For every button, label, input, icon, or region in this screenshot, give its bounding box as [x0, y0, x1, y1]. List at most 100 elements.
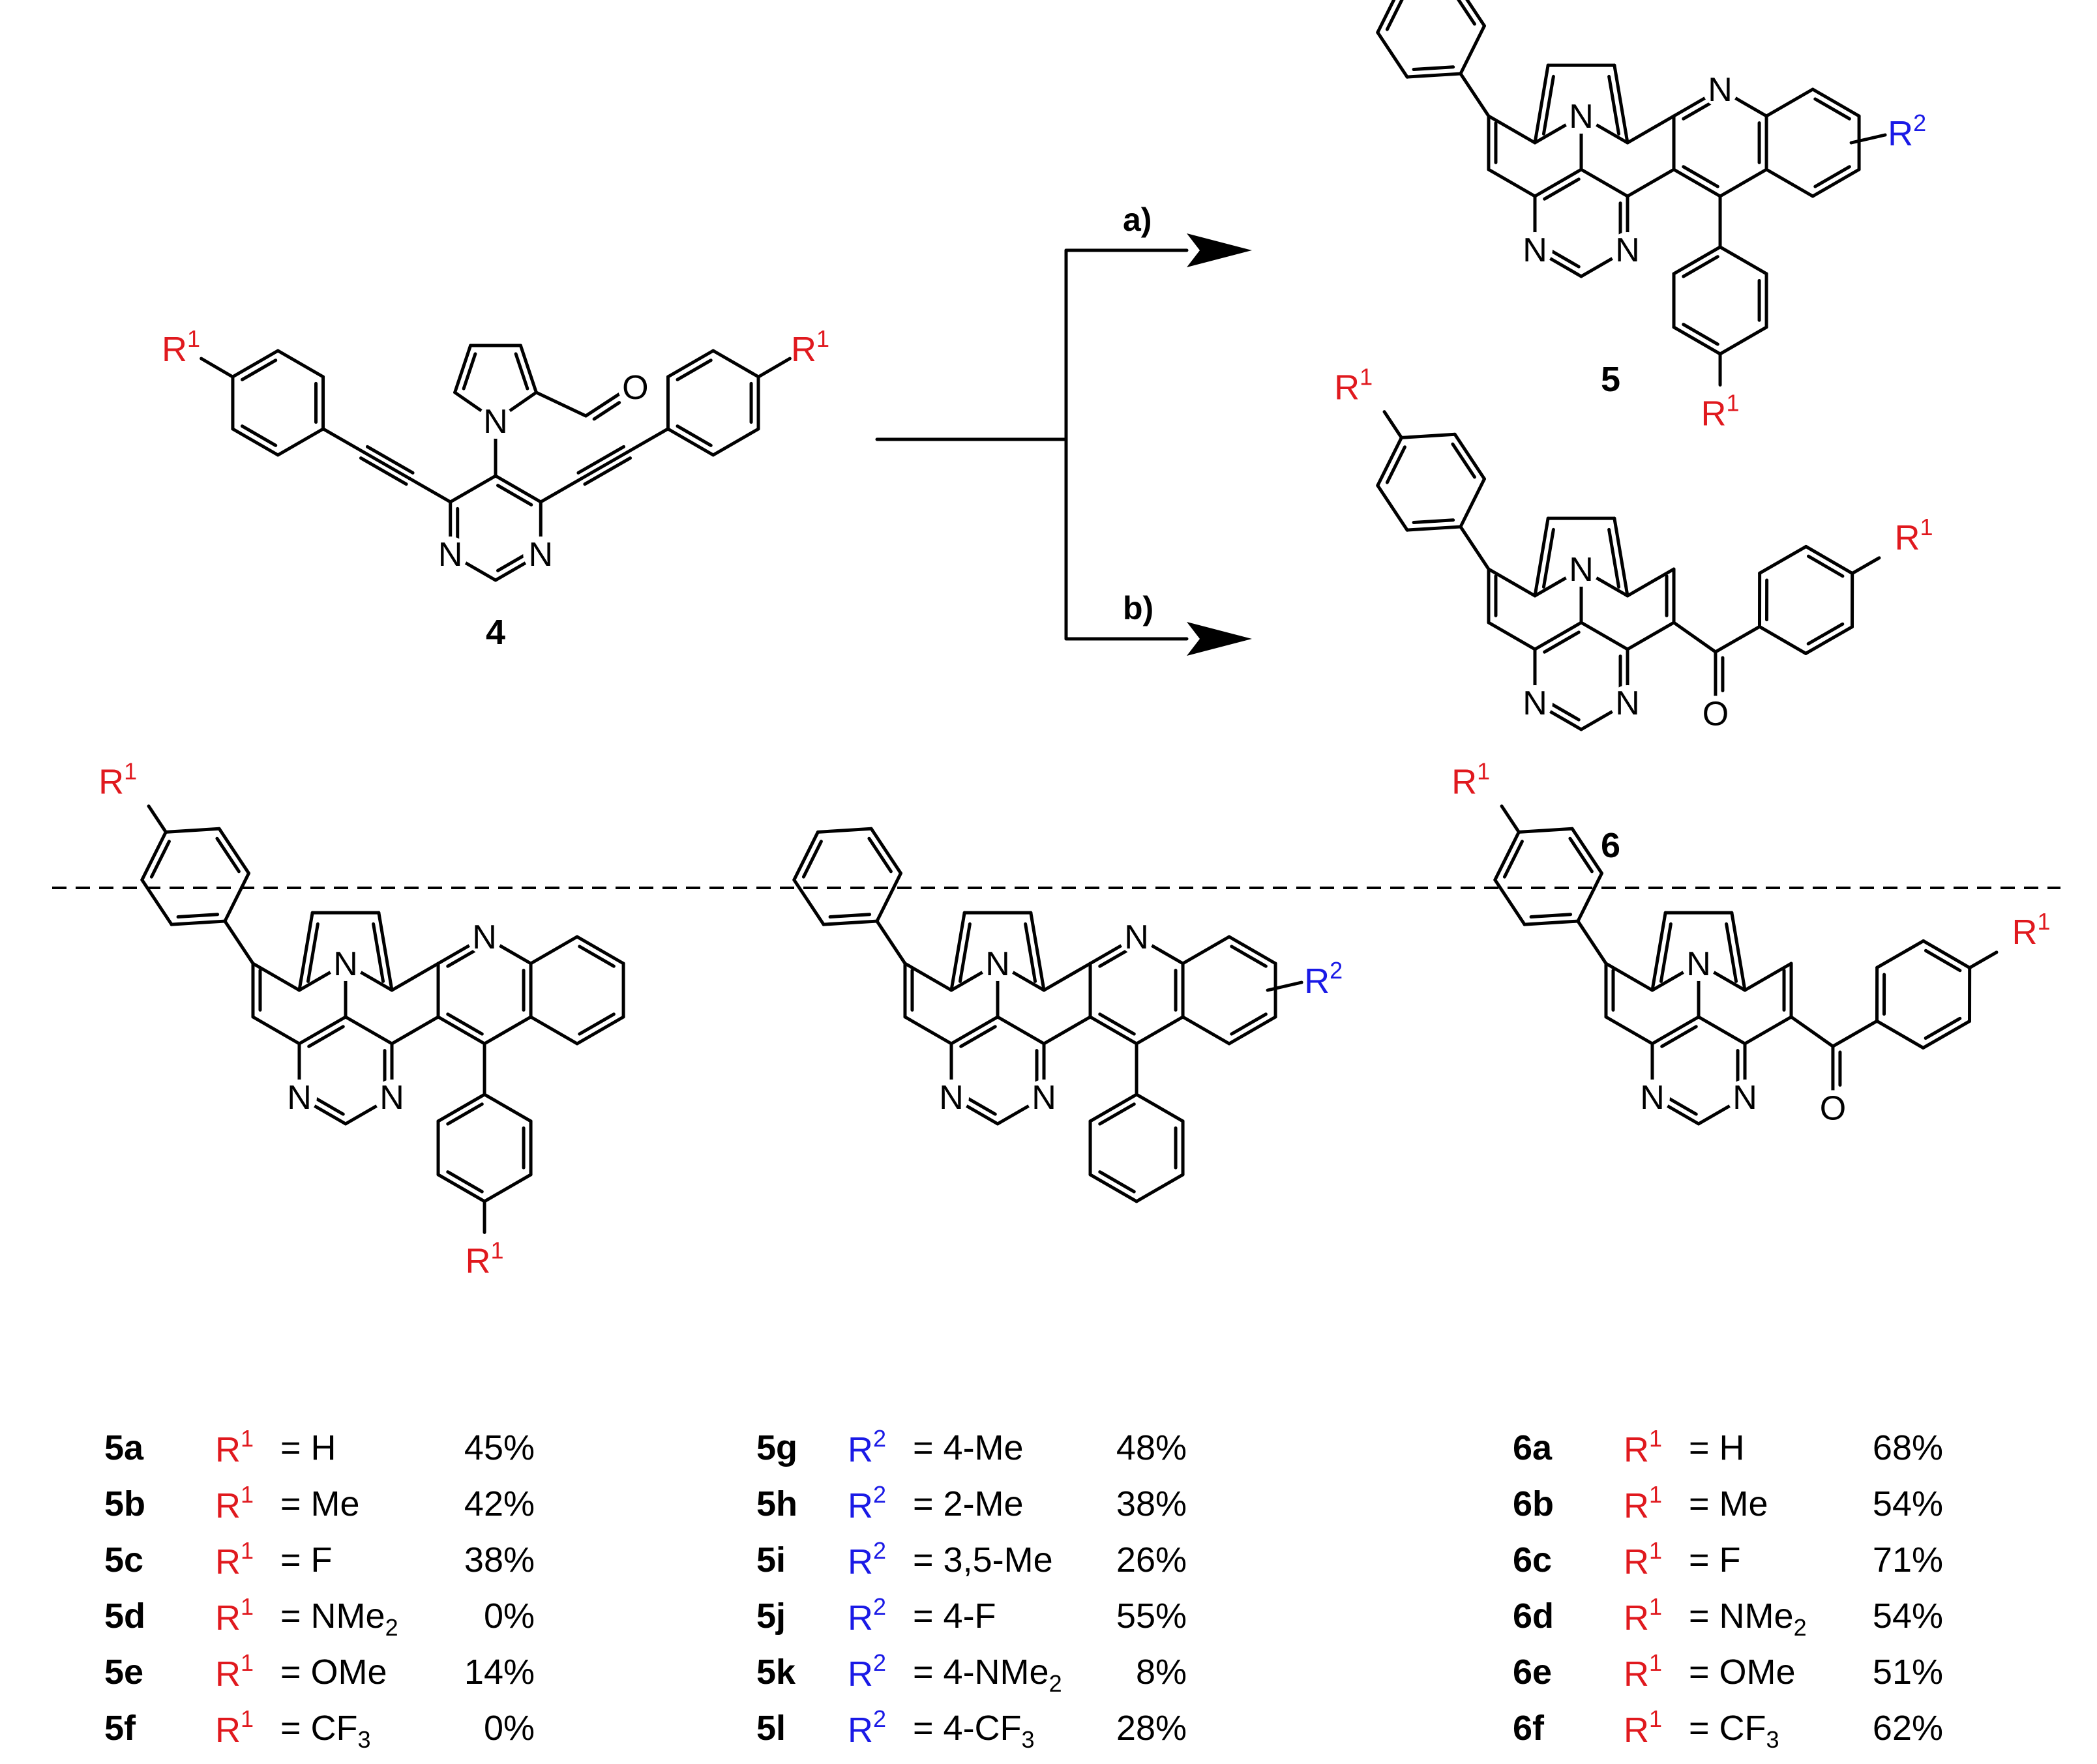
bond-line: [1811, 168, 1861, 198]
substituent-value: = OMe: [1689, 1653, 1796, 1692]
atom-label-mask: [1119, 919, 1155, 954]
bond-line-double: [1806, 622, 1845, 646]
bond-line-triple: [359, 456, 408, 486]
substituent-bond: [1382, 410, 1403, 439]
substituent-symbol: R1: [215, 1537, 254, 1581]
r1-label-right: R1: [1895, 514, 1933, 557]
ring-bond: [1453, 432, 1486, 481]
substituent-value: = Me: [1689, 1484, 1768, 1523]
ring-bond: [1459, 477, 1486, 529]
bond-line-double: [958, 922, 972, 983]
bond-line: [949, 911, 966, 992]
bond-line-double: [1806, 554, 1845, 578]
bond-line: [1764, 168, 1815, 198]
compound-id: 5c: [104, 1540, 144, 1580]
yield-value: 71%: [1872, 1540, 1943, 1580]
atom-label-mask: [281, 1080, 317, 1115]
yield-value: 0%: [483, 1709, 535, 1748]
yield-value: 38%: [1116, 1484, 1187, 1523]
ring-bond: [436, 1093, 486, 1123]
bond-line-double: [1024, 922, 1037, 983]
ring-bond: [869, 827, 902, 875]
ring-bond: [1672, 245, 1722, 276]
atom-label-mask: [1697, 696, 1733, 731]
bond-line: [1533, 516, 1550, 598]
bond-line-double: [1529, 913, 1573, 919]
yield-value: 54%: [1872, 1484, 1943, 1523]
ring-bond: [276, 349, 325, 379]
ring-bond: [1804, 544, 1854, 576]
bond-line-double: [514, 352, 529, 390]
compound-id: 5l: [756, 1709, 786, 1748]
yield-value: 55%: [1116, 1596, 1187, 1636]
carbonyl-oxygen-atom: O: [1820, 1089, 1846, 1127]
substituent-value: = H: [280, 1428, 336, 1467]
bond-line-double: [1412, 65, 1455, 71]
bond-line: [1730, 911, 1747, 992]
substituent-value: = 2-Me: [913, 1484, 1024, 1523]
atom-label-mask: [933, 1080, 969, 1115]
ring-bond: [231, 427, 280, 457]
bond-line-double: [1607, 527, 1621, 589]
bond-line: [1604, 962, 1654, 992]
bond-line: [1831, 1019, 1879, 1048]
ring-bond: [436, 1173, 486, 1203]
atom-label-mask: [1681, 946, 1716, 981]
substituent-symbol: R1: [215, 1649, 254, 1694]
atom-label-mask: [617, 370, 653, 405]
r1-label-start-left: R1: [162, 325, 200, 369]
substituent-symbol: R1: [1624, 1425, 1663, 1469]
bond-line: [1459, 72, 1491, 118]
bond-line-double: [1098, 1170, 1136, 1194]
compound-id: 5d: [104, 1596, 146, 1636]
bond-line: [483, 1015, 533, 1046]
compound-id: 5k: [756, 1653, 796, 1692]
compound-6-label: 6: [1601, 826, 1620, 865]
bond-line: [1811, 87, 1861, 118]
bond-line: [251, 962, 301, 992]
substituent-bond: [147, 804, 168, 834]
bond-line-double: [1457, 0, 1476, 26]
pyrimidine-nitrogen-atom: N: [1640, 1079, 1665, 1117]
substituent-value: = NMe2: [280, 1596, 398, 1641]
ring-bond: [1376, 484, 1409, 532]
substituent-symbol: R2: [848, 1481, 887, 1525]
r1-label-left: R1: [98, 758, 137, 802]
bond-line: [1764, 87, 1815, 118]
bond-line-double: [1098, 1012, 1136, 1036]
bond-line-double: [1385, 0, 1404, 31]
bond-line: [1459, 525, 1491, 571]
substituent-bond: [1500, 804, 1521, 834]
ring-bond: [1523, 919, 1580, 926]
ring-bond: [1672, 325, 1722, 356]
ring-bond: [1088, 1093, 1138, 1123]
bond-line-double: [1924, 948, 1962, 973]
bond-line: [1613, 516, 1629, 598]
yield-value: 42%: [464, 1484, 535, 1523]
bond-line-double: [462, 352, 477, 390]
substituent-value: = 3,5-Me: [913, 1540, 1053, 1580]
atom-label-layer: NNNOR1R1NNNR1NR2R1NNNR1OR1NNNR1NR1NNNNR2…: [98, 71, 2050, 1281]
ring-bond: [1875, 939, 1926, 969]
pyrimidine-nitrogen-atom: N: [379, 1079, 404, 1117]
substituent-symbol: R1: [215, 1481, 254, 1525]
bond-line: [1227, 935, 1277, 965]
bond-line: [449, 474, 498, 504]
atom-label-mask: [980, 946, 1015, 981]
bond-line: [1181, 935, 1231, 965]
substituent-value: = 4-F: [913, 1596, 996, 1636]
pyrimidine-nitrogen-atom: N: [1523, 231, 1547, 269]
r1-label-bottom: R1: [1701, 390, 1740, 434]
atom-label-mask: [1564, 551, 1599, 587]
atom-label-mask: [1610, 685, 1646, 720]
bond-line-double: [1924, 1016, 1962, 1040]
compound-4-label: 4: [486, 613, 505, 652]
bond-line: [251, 1015, 301, 1046]
bond-line: [1714, 625, 1761, 654]
bond-line-double: [1230, 1012, 1268, 1036]
bond-line-double: [1568, 836, 1594, 874]
ring-bond: [1459, 24, 1486, 76]
